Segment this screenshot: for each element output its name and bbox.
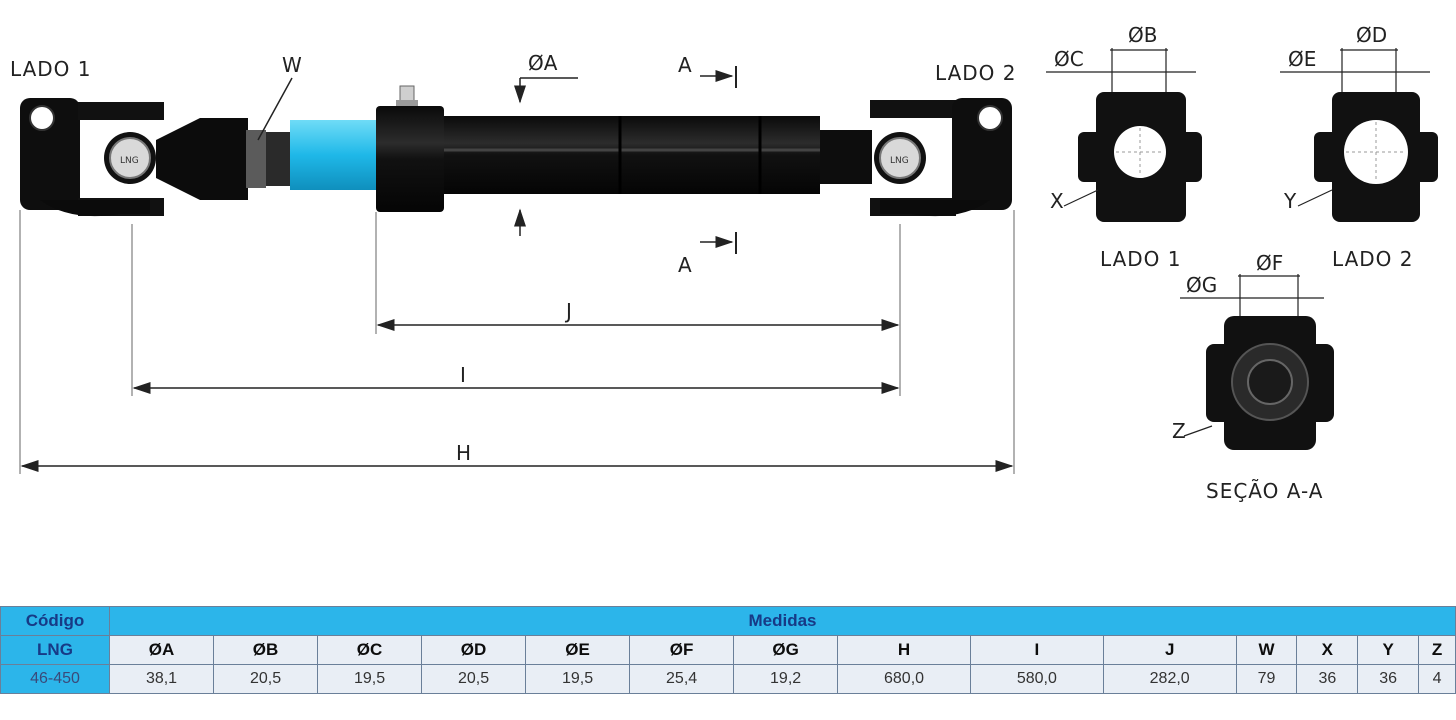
main-shaft: [376, 106, 872, 212]
dia-d-label: ØD: [1356, 23, 1387, 47]
lado1-caption: LADO 1: [1100, 247, 1182, 271]
right-yoke: LNG: [870, 98, 1012, 217]
dim-h-label: H: [456, 441, 471, 465]
table-header-row: Código Medidas: [0, 606, 1456, 636]
marker-y: Y: [1283, 189, 1297, 213]
dim-j-label: J: [564, 299, 572, 323]
value-cell: 38,1: [108, 664, 215, 694]
value-cell: 282,0: [1102, 664, 1237, 694]
dia-f-label: ØF: [1256, 251, 1283, 275]
col-header: ØD: [421, 635, 527, 665]
col-header: H: [837, 635, 971, 665]
left-hub-marking: LNG: [120, 156, 139, 166]
col-header: Y: [1357, 635, 1420, 665]
spec-table: Código Medidas LNG ØA ØB ØC ØD ØE ØF ØG …: [0, 606, 1456, 694]
right-hub-marking: LNG: [890, 156, 909, 166]
value-cell: 36: [1296, 664, 1359, 694]
table-columns-row: LNG ØA ØB ØC ØD ØE ØF ØG H I J W X Y Z: [0, 635, 1456, 665]
dia-c-label: ØC: [1054, 47, 1084, 71]
value-cell: 20,5: [213, 664, 319, 694]
dim-i-label: I: [460, 363, 466, 387]
col-header: ØE: [525, 635, 631, 665]
section-caption: SEÇÃO A-A: [1206, 479, 1323, 503]
lado2-caption: LADO 2: [1332, 247, 1414, 271]
marker-x: X: [1050, 189, 1064, 213]
measures-header: Medidas: [109, 606, 1456, 636]
value-cell: 680,0: [837, 664, 971, 694]
marker-z: Z: [1172, 419, 1186, 443]
left-yoke: LNG: [20, 98, 290, 217]
col-header: ØB: [213, 635, 319, 665]
section-aa-view: ØF ØG Z SEÇÃO A-A: [1172, 251, 1334, 503]
w-label: W: [282, 53, 302, 77]
value-cell: 580,0: [969, 664, 1104, 694]
dia-e-label: ØE: [1288, 47, 1316, 71]
side1-label: LADO 1: [10, 57, 92, 81]
dia-a-label: ØA: [528, 51, 558, 75]
lado2-end-view: ØD ØE Y LADO 2: [1280, 23, 1438, 271]
value-cell: 19,5: [317, 664, 423, 694]
value-cell: 19,5: [525, 664, 631, 694]
code-header: Código: [0, 606, 110, 636]
technical-drawing: LADO 1 LADO 2 LNG W ØA A A: [10, 23, 1438, 503]
code-cell: 46-450: [0, 664, 110, 694]
side2-label: LADO 2: [935, 61, 1017, 85]
col-header: ØA: [108, 635, 215, 665]
section-a-top: A: [678, 53, 692, 77]
lado1-end-view: ØB ØC X LADO 1: [1046, 23, 1202, 271]
value-cell: 4: [1418, 664, 1456, 694]
col-header: ØC: [317, 635, 423, 665]
col-header: I: [969, 635, 1104, 665]
col-header: W: [1235, 635, 1298, 665]
value-cell: 19,2: [733, 664, 839, 694]
value-cell: 79: [1235, 664, 1298, 694]
dia-g-label: ØG: [1186, 273, 1217, 297]
col-header: Z: [1418, 635, 1456, 665]
col-header: X: [1296, 635, 1359, 665]
col-header: ØG: [733, 635, 839, 665]
col-header: ØF: [629, 635, 735, 665]
table-row: 46-450 38,1 20,5 19,5 20,5 19,5 25,4 19,…: [0, 664, 1456, 694]
inner-tube: [290, 120, 376, 190]
value-cell: 36: [1357, 664, 1420, 694]
value-cell: 25,4: [629, 664, 735, 694]
brand-cell: LNG: [0, 635, 110, 665]
value-cell: 20,5: [421, 664, 527, 694]
dia-b-label: ØB: [1128, 23, 1157, 47]
col-header: J: [1102, 635, 1237, 665]
section-a-bottom: A: [678, 253, 692, 277]
